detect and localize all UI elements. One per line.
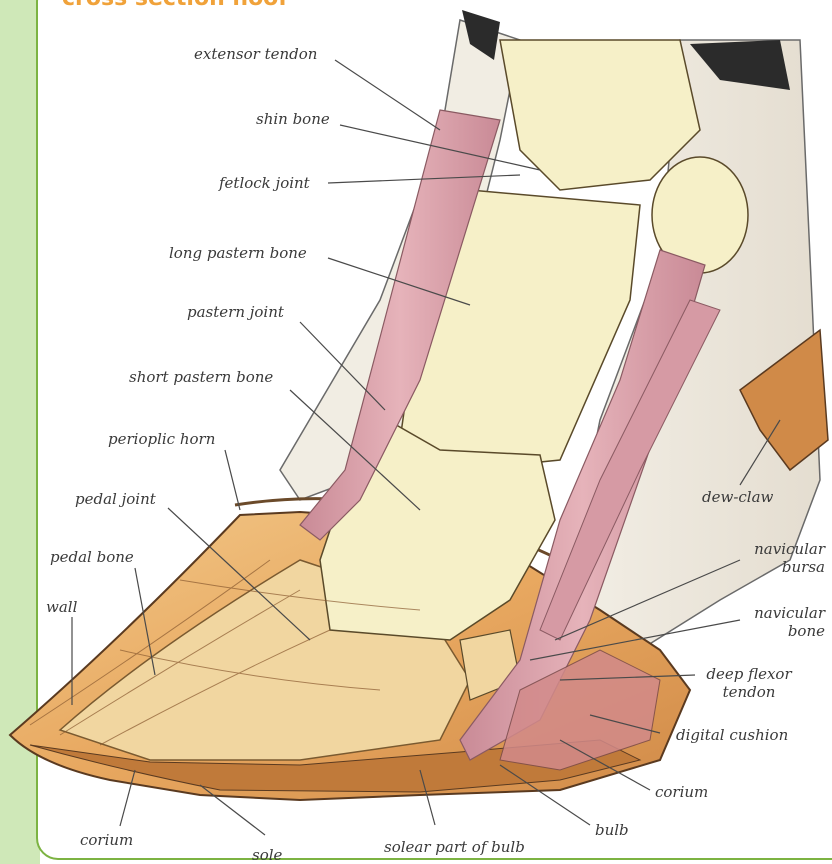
label-digital-cushion: digital cushion — [676, 726, 788, 744]
label-short-pastern-bone: short pastern bone — [129, 368, 273, 386]
label-corium-right: corium — [655, 783, 708, 801]
label-sole: sole — [252, 846, 282, 864]
label-navicular-bone-line1: navicular — [720, 604, 825, 622]
label-long-pastern-bone: long pastern bone — [169, 244, 307, 262]
label-navicular-bursa-line2: bursa — [720, 558, 825, 576]
label-deep-flexor-line2: tendon — [694, 683, 804, 701]
label-navicular-bursa: navicular bursa — [720, 540, 825, 576]
label-pedal-joint: pedal joint — [75, 490, 156, 508]
label-navicular-bone: navicular bone — [720, 604, 825, 640]
label-shin-bone: shin bone — [256, 110, 330, 128]
label-dew-claw: dew-claw — [702, 488, 773, 506]
label-deep-flexor-tendon: deep flexor tendon — [694, 665, 804, 701]
label-navicular-bone-line2: bone — [720, 622, 825, 640]
label-corium-left: corium — [80, 831, 133, 849]
label-bulb: bulb — [595, 821, 629, 839]
label-navicular-bursa-line1: navicular — [720, 540, 825, 558]
label-pedal-bone: pedal bone — [50, 548, 134, 566]
label-solear-part-of-bulb: solear part of bulb — [384, 838, 525, 856]
label-fetlock-joint: fetlock joint — [219, 174, 310, 192]
label-extensor-tendon: extensor tendon — [194, 45, 317, 63]
label-perioplic-horn: perioplic horn — [108, 430, 215, 448]
label-deep-flexor-line1: deep flexor — [694, 665, 804, 683]
label-pastern-joint: pastern joint — [187, 303, 284, 321]
label-wall: wall — [46, 598, 77, 616]
